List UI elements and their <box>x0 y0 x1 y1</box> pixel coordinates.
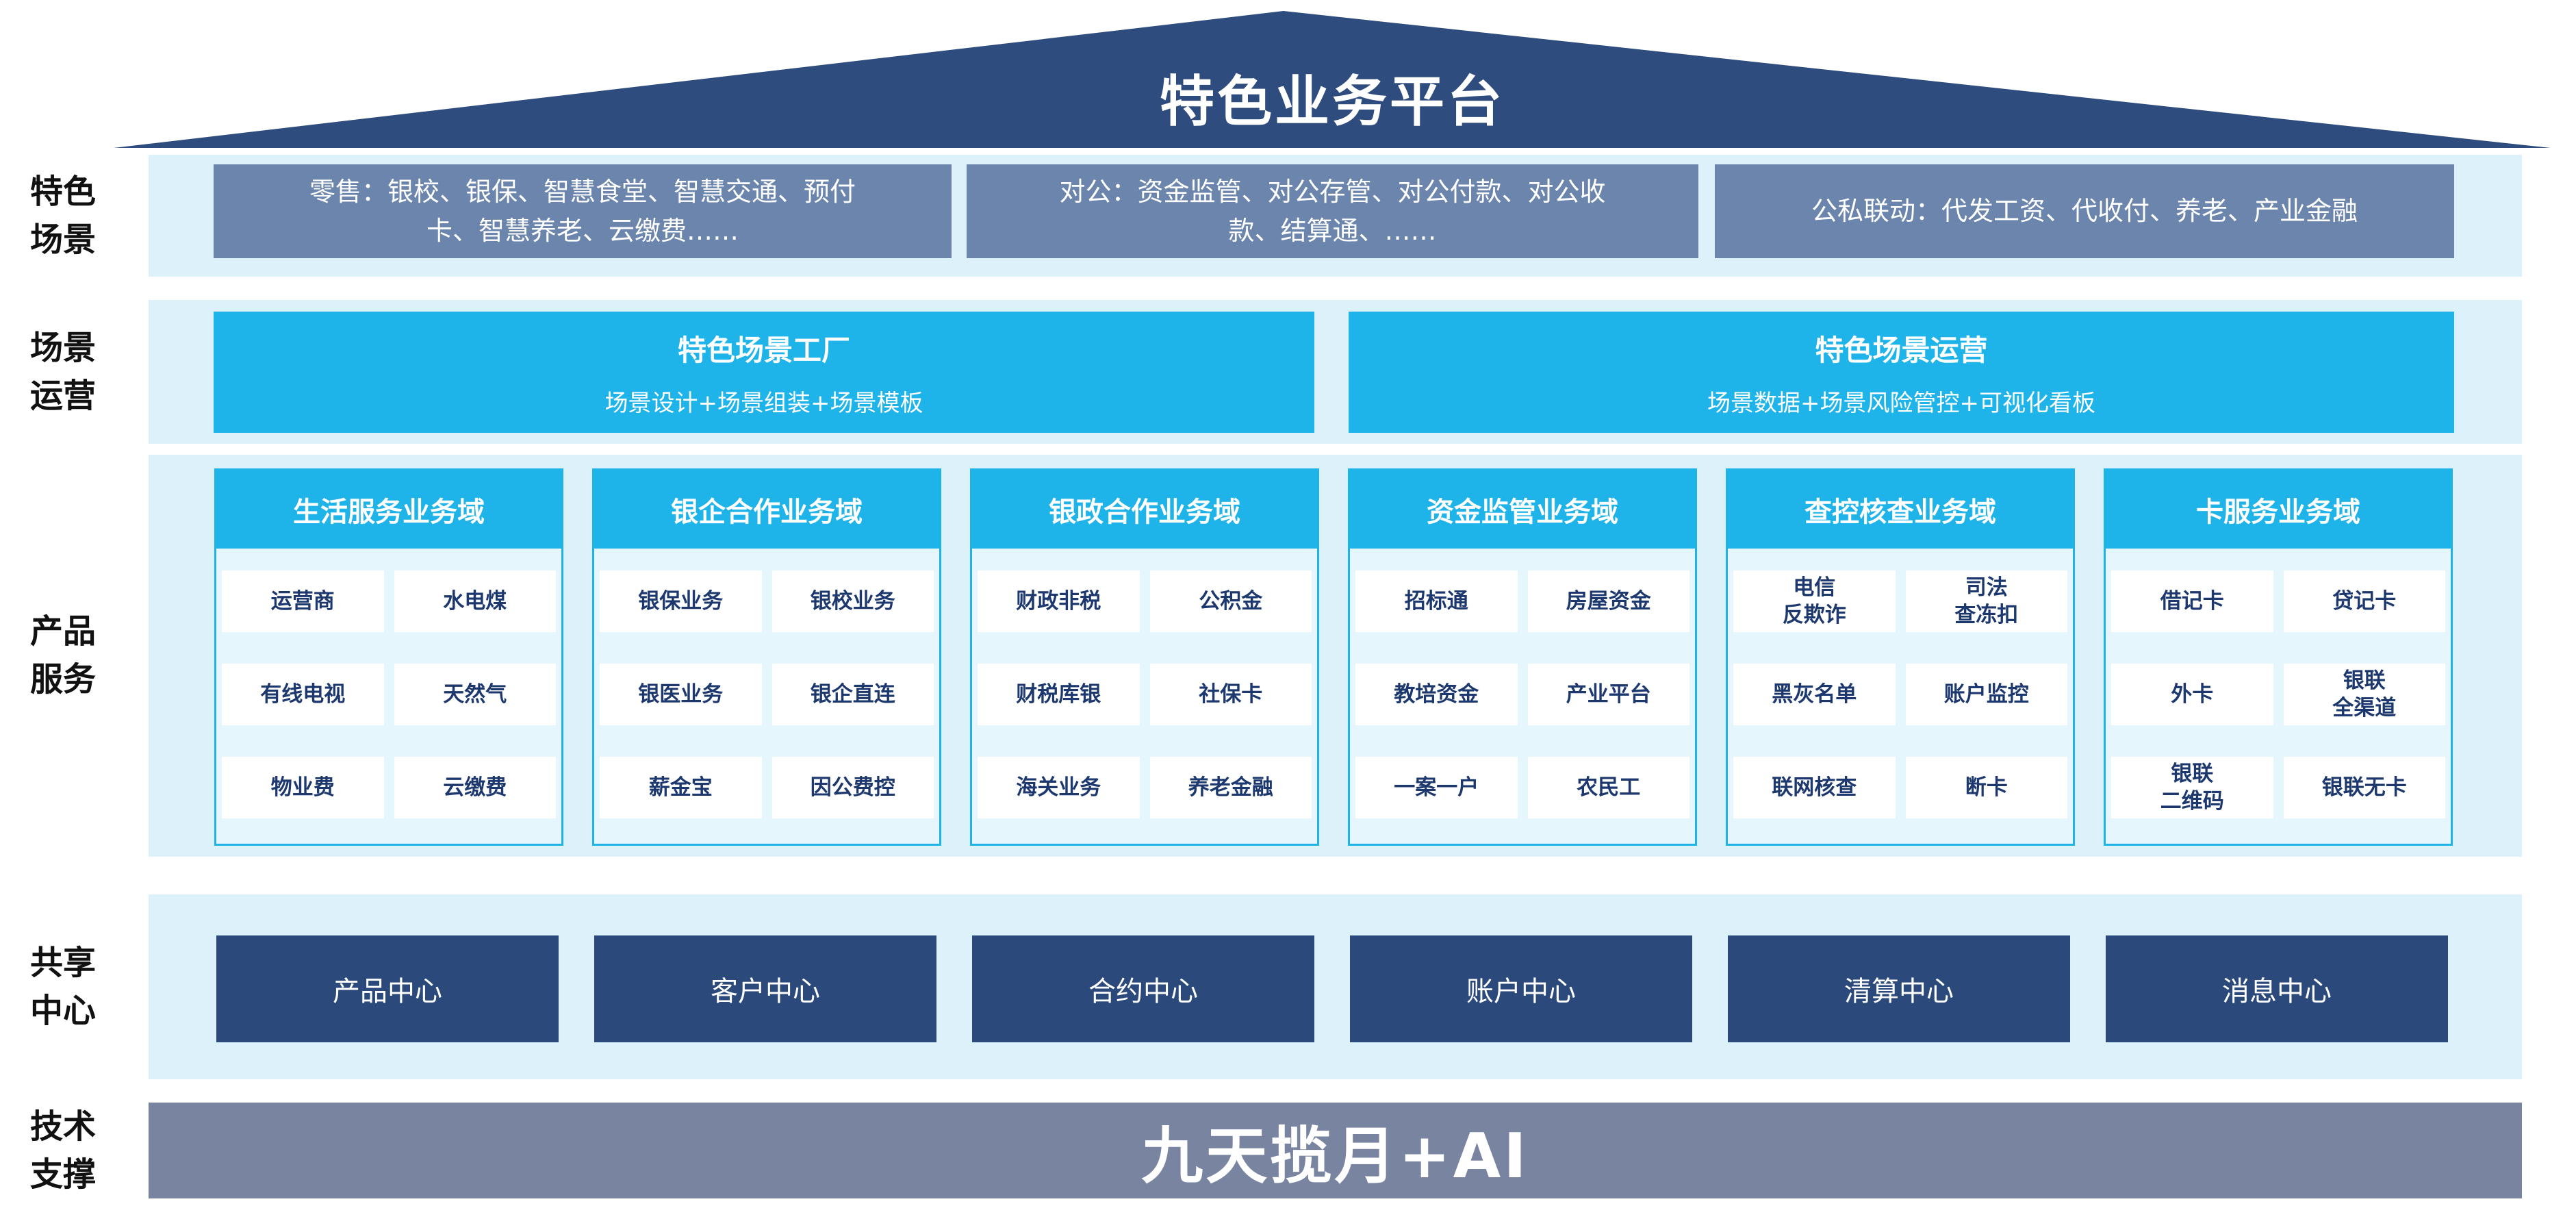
scene-operations-band: 特色场景工厂 场景设计+场景组装+场景模板 特色场景运营 场景数据+场景风险管控… <box>149 300 2522 444</box>
product-cell: 财税库银 <box>978 664 1140 725</box>
product-cell: 招标通 <box>1355 570 1518 632</box>
product-column-header: 生活服务业务域 <box>216 470 561 549</box>
product-cell-grid: 招标通 房屋资金 教培资金 产业平台 一案一户 农民工 <box>1350 549 1695 818</box>
product-cell: 司法 查冻扣 <box>1905 570 2067 632</box>
product-column-header: 银企合作业务域 <box>594 470 939 549</box>
ops-box-title: 特色场景工厂 <box>677 333 850 367</box>
center-box-clearing: 清算中心 <box>1728 935 2070 1042</box>
product-cell: 断卡 <box>1905 757 2067 818</box>
ops-box-subtitle: 场景设计+场景组装+场景模板 <box>604 389 923 417</box>
product-column-card-services: 卡服务业务域 借记卡 贷记卡 外卡 银联 全渠道 银联 二维码 银联无卡 <box>2104 468 2453 846</box>
product-cell: 借记卡 <box>2111 570 2273 632</box>
product-cell: 银校业务 <box>771 570 934 632</box>
product-cell-grid: 借记卡 贷记卡 外卡 银联 全渠道 银联 二维码 银联无卡 <box>2106 549 2451 818</box>
product-cell: 银保业务 <box>600 570 762 632</box>
tech-support-bar: 九天揽月+AI <box>149 1103 2522 1198</box>
center-box-message: 消息中心 <box>2106 935 2448 1042</box>
product-column-inquiry-control: 查控核查业务域 电信 反欺诈 司法 查冻扣 黑灰名单 账户监控 联网核查 断卡 <box>1726 468 2075 846</box>
product-cell: 物业费 <box>222 757 384 818</box>
ops-box-scene-factory: 特色场景工厂 场景设计+场景组装+场景模板 <box>214 312 1314 433</box>
center-box-contract: 合约中心 <box>972 935 1314 1042</box>
shared-centers-band: 产品中心 客户中心 合约中心 账户中心 清算中心 消息中心 <box>149 894 2522 1079</box>
platform-roof: 特色业务平台 <box>114 11 2551 148</box>
product-column-fund-supervision: 资金监管业务域 招标通 房屋资金 教培资金 产业平台 一案一户 农民工 <box>1348 468 1697 846</box>
center-box-customer: 客户中心 <box>594 935 936 1042</box>
product-cell: 运营商 <box>222 570 384 632</box>
center-box-product: 产品中心 <box>216 935 559 1042</box>
product-cell: 银联 二维码 <box>2111 757 2273 818</box>
product-cell: 公积金 <box>1149 570 1312 632</box>
product-cell: 水电煤 <box>394 570 556 632</box>
ops-box-title: 特色场景运营 <box>1815 333 1988 367</box>
scene-box-retail: 零售：银校、银保、智慧食堂、智慧交通、预付 卡、智慧养老、云缴费…… <box>214 164 952 258</box>
product-cell: 银企直连 <box>771 664 934 725</box>
product-cell: 账户监控 <box>1905 664 2067 725</box>
product-cell: 电信 反欺诈 <box>1733 570 1896 632</box>
product-cell: 房屋资金 <box>1527 570 1689 632</box>
product-cell: 天然气 <box>394 664 556 725</box>
product-cell: 海关业务 <box>978 757 1140 818</box>
row-label-tech-support: 技术 支撑 <box>29 1107 96 1194</box>
product-cell: 因公费控 <box>771 757 934 818</box>
product-cell: 社保卡 <box>1149 664 1312 725</box>
product-cell: 农民工 <box>1527 757 1689 818</box>
product-cell: 银联 全渠道 <box>2283 664 2445 725</box>
row-label-product-services: 产品 服务 <box>29 612 96 699</box>
scene-box-corporate: 对公：资金监管、对公存管、对公付款、对公收 款、结算通、…… <box>967 164 1698 258</box>
product-cell: 银医业务 <box>600 664 762 725</box>
product-cell: 财政非税 <box>978 570 1140 632</box>
product-cell: 薪金宝 <box>600 757 762 818</box>
product-cell: 联网核查 <box>1733 757 1896 818</box>
special-scenes-band: 零售：银校、银保、智慧食堂、智慧交通、预付 卡、智慧养老、云缴费…… 对公：资金… <box>149 155 2522 277</box>
product-cell: 银联无卡 <box>2283 757 2445 818</box>
product-column-bank-government: 银政合作业务域 财政非税 公积金 财税库银 社保卡 海关业务 养老金融 <box>970 468 1319 846</box>
product-cell-grid: 财政非税 公积金 财税库银 社保卡 海关业务 养老金融 <box>972 549 1317 818</box>
product-cell: 养老金融 <box>1149 757 1312 818</box>
row-label-scene-operations: 场景 运营 <box>29 329 96 415</box>
center-box-account: 账户中心 <box>1350 935 1692 1042</box>
product-column-life-services: 生活服务业务域 运营商 水电煤 有线电视 天然气 物业费 云缴费 <box>214 468 563 846</box>
product-cell: 一案一户 <box>1355 757 1518 818</box>
ops-box-subtitle: 场景数据+场景风险管控+可视化看板 <box>1707 389 2095 417</box>
product-services-band: 生活服务业务域 运营商 水电煤 有线电视 天然气 物业费 云缴费 银企合作业务域… <box>149 455 2522 857</box>
product-cell: 云缴费 <box>394 757 556 818</box>
product-cell: 有线电视 <box>222 664 384 725</box>
product-column-header: 查控核查业务域 <box>1728 470 2073 549</box>
row-label-special-scenes: 特色 场景 <box>29 173 96 259</box>
row-label-shared-centers: 共享 中心 <box>29 944 96 1030</box>
product-cell: 黑灰名单 <box>1733 664 1896 725</box>
product-column-header: 卡服务业务域 <box>2106 470 2451 549</box>
product-cell: 教培资金 <box>1355 664 1518 725</box>
product-cell: 产业平台 <box>1527 664 1689 725</box>
scene-box-public-private: 公私联动：代发工资、代收付、养老、产业金融 <box>1715 164 2454 258</box>
platform-title: 特色业务平台 <box>1160 70 1505 134</box>
product-column-header: 资金监管业务域 <box>1350 470 1695 549</box>
product-column-bank-enterprise: 银企合作业务域 银保业务 银校业务 银医业务 银企直连 薪金宝 因公费控 <box>592 468 941 846</box>
product-cell-grid: 电信 反欺诈 司法 查冻扣 黑灰名单 账户监控 联网核查 断卡 <box>1728 549 2073 818</box>
product-column-header: 银政合作业务域 <box>972 470 1317 549</box>
product-cell: 外卡 <box>2111 664 2273 725</box>
product-cell-grid: 运营商 水电煤 有线电视 天然气 物业费 云缴费 <box>216 549 561 818</box>
ops-box-scene-operation: 特色场景运营 场景数据+场景风险管控+可视化看板 <box>1349 312 2454 433</box>
product-cell: 贷记卡 <box>2283 570 2445 632</box>
product-cell-grid: 银保业务 银校业务 银医业务 银企直连 薪金宝 因公费控 <box>594 549 939 818</box>
